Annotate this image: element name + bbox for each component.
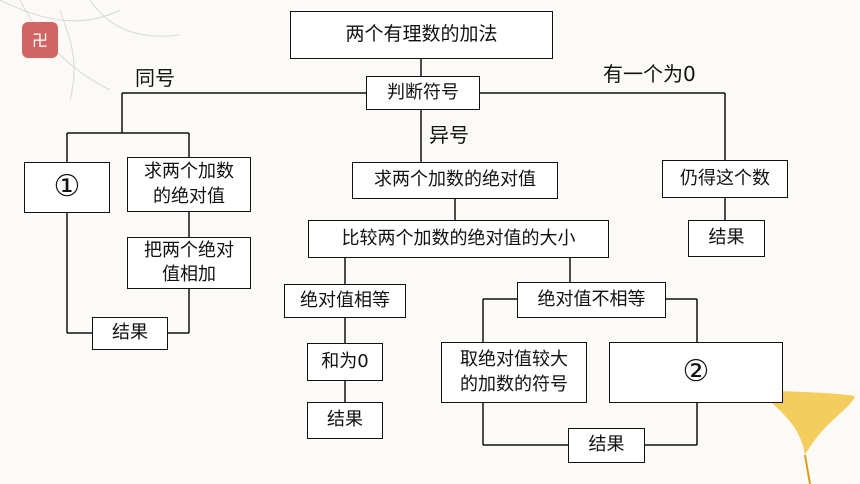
ginkgo-leaf-icon [760,390,855,484]
placeholder-1-box: ① [24,162,110,213]
take-sign-box: 取绝对值较大 的加数的符号 [441,342,587,403]
label-one-zero: 有一个为0 [603,62,696,86]
label-same-sign: 同号 [135,66,175,90]
label-different-sign: 异号 [429,123,469,147]
judge-sign-box: 判断符号 [366,76,480,110]
abs-equal-box: 绝对值相等 [284,284,406,318]
abs-not-equal-box: 绝对值不相等 [517,282,666,318]
add-abs-box: 把两个绝对 值相加 [127,237,251,289]
root-title-box: 两个有理数的加法 [290,11,553,59]
compare-box: 比较两个加数的绝对值的大小 [308,220,609,258]
equal-result-box: 结果 [307,402,383,439]
placeholder-2-box: ② [609,342,783,403]
diff-abs-box: 求两个加数的绝对值 [352,162,558,199]
abs-values-box: 求两个加数 的绝对值 [127,157,251,212]
sum-zero-box: 和为0 [307,343,383,381]
ginkgo-sketch-decoration [0,0,181,101]
same-result-box: 结果 [92,317,168,350]
zero-result-box: 结果 [688,220,765,257]
unequal-result-box: 结果 [568,428,645,463]
svg-text:卍: 卍 [32,31,48,50]
still-number-box: 仍得这个数 [662,160,788,198]
stamp-seal-icon: 卍 [22,22,58,58]
